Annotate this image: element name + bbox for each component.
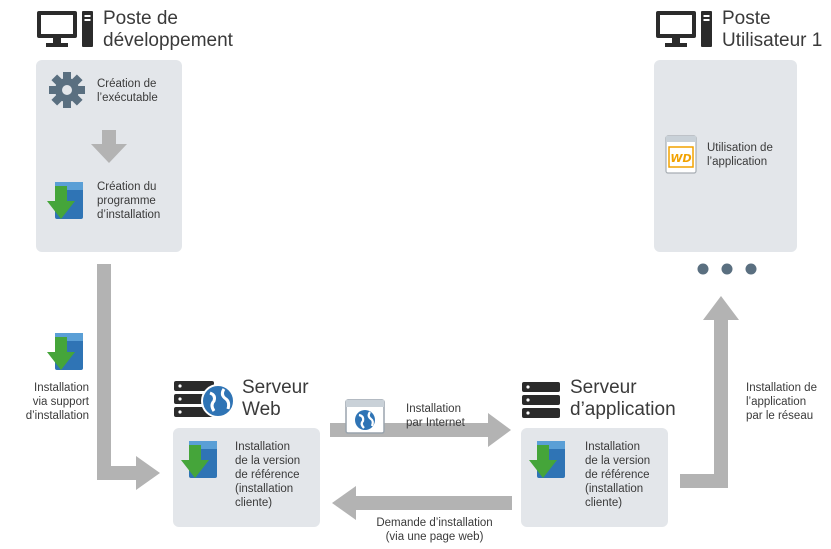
install-package-icon <box>529 440 567 480</box>
web-server-icon <box>172 379 236 421</box>
app-server-title: Serveur d’application <box>570 377 676 420</box>
app-server-text: Installation de la version de référence … <box>585 441 651 509</box>
request-text: Demande d’installation (via une page web… <box>376 517 493 543</box>
svg-text:WD: WD <box>670 152 691 165</box>
down-arrow-icon <box>91 130 127 164</box>
windev-app-icon: WD <box>665 135 697 175</box>
browser-globe-icon <box>345 399 385 435</box>
user-station-title: Poste Utilisateur 1 <box>722 8 823 51</box>
app-server-icon <box>520 380 564 422</box>
dev-step2-text: Création du programme d’installation <box>97 181 161 221</box>
user-station-icon <box>655 8 715 50</box>
web-server-title: Serveur Web <box>242 377 309 420</box>
user-station-text: Utilisation de l’application <box>707 142 773 168</box>
network-install-text: Installation de l’application par le rés… <box>746 382 817 422</box>
web-server-text: Installation de la version de référence … <box>235 441 301 509</box>
dev-station-title: Poste de développement <box>103 8 233 51</box>
arrow-dev-to-web <box>97 264 160 490</box>
gear-icon <box>47 70 87 110</box>
more-dots-icon <box>696 262 758 276</box>
install-media-icon <box>47 332 85 372</box>
dev-step1-text: Création de l’exécutable <box>97 78 158 104</box>
install-package-icon <box>181 440 219 480</box>
install-package-icon <box>47 181 85 221</box>
internet-install-text: Installation par Internet <box>406 403 465 429</box>
install-media-text: Installation via support d’installation <box>25 382 89 422</box>
arrow-app-to-web <box>332 486 512 520</box>
arrow-app-to-user <box>680 296 739 488</box>
dev-station-icon <box>36 8 96 50</box>
